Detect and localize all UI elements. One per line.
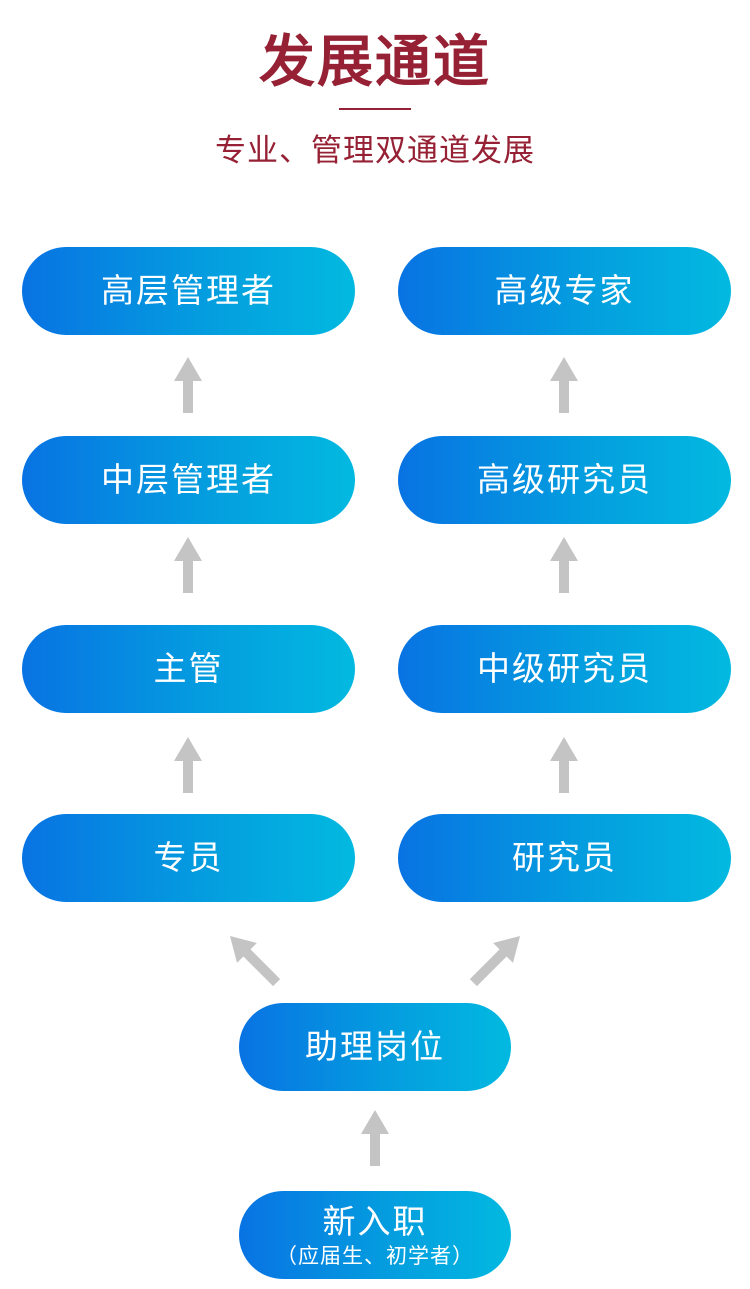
node-intermediate-researcher: 中级研究员 bbox=[398, 625, 731, 713]
arrow-up-icon bbox=[544, 735, 584, 795]
node-label: 助理岗位 bbox=[305, 1027, 445, 1066]
node-assistant: 助理岗位 bbox=[239, 1003, 511, 1091]
arrow-up-left-icon bbox=[224, 930, 284, 990]
arrow-up-icon bbox=[355, 1108, 395, 1168]
node-label: 研究员 bbox=[512, 838, 617, 877]
node-middle-manager: 中层管理者 bbox=[22, 436, 355, 524]
title-divider bbox=[339, 108, 411, 110]
node-label: 中级研究员 bbox=[477, 649, 652, 688]
arrow-up-icon bbox=[168, 355, 208, 415]
node-supervisor: 主管 bbox=[22, 625, 355, 713]
node-new-hire: 新入职 （应届生、初学者） bbox=[239, 1191, 511, 1279]
node-label: 高级研究员 bbox=[477, 460, 652, 499]
arrow-up-right-icon bbox=[466, 930, 526, 990]
page-subtitle: 专业、管理双通道发展 bbox=[215, 133, 535, 169]
node-label: 高层管理者 bbox=[101, 271, 276, 310]
node-label: 高级专家 bbox=[494, 271, 635, 310]
node-label: 新入职 bbox=[322, 1202, 428, 1241]
node-specialist: 专员 bbox=[22, 814, 355, 902]
page-title: 发展通道 bbox=[259, 30, 491, 95]
node-senior-expert: 高级专家 bbox=[398, 247, 731, 335]
node-senior-manager: 高层管理者 bbox=[22, 247, 355, 335]
arrow-up-icon bbox=[168, 735, 208, 795]
node-label: 专员 bbox=[153, 838, 224, 877]
node-label: 主管 bbox=[153, 649, 224, 688]
arrow-up-icon bbox=[544, 355, 584, 415]
node-researcher: 研究员 bbox=[398, 814, 731, 902]
node-label: 中层管理者 bbox=[101, 460, 276, 499]
arrow-up-icon bbox=[544, 535, 584, 595]
node-note: （应届生、初学者） bbox=[276, 1244, 474, 1268]
arrow-up-icon bbox=[168, 535, 208, 595]
node-senior-researcher: 高级研究员 bbox=[398, 436, 731, 524]
